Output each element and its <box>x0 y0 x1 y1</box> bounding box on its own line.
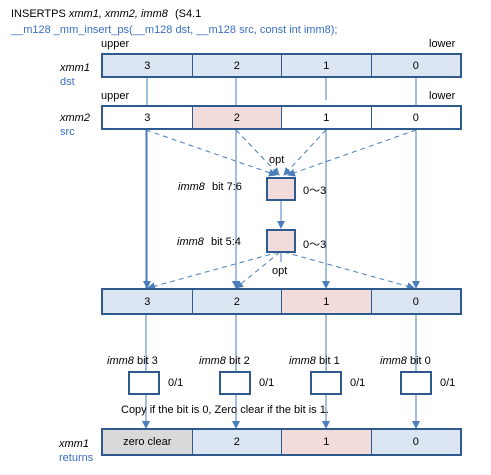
src-cell-3: 3 <box>103 107 193 128</box>
src-cell-0: 0 <box>412 111 419 124</box>
dst-lower-label: lower <box>429 38 456 50</box>
result-cell-1: 1 <box>282 430 372 454</box>
dst-reg-name: xmm1 <box>60 62 90 74</box>
mask-bit1-box <box>310 371 342 395</box>
result-role-label: returns <box>59 452 94 464</box>
mid-cell-0: 0 <box>412 295 419 308</box>
mask-bit1-label: imm8 bit 1 <box>289 355 340 367</box>
mask-bit3-value: 0/1 <box>168 377 184 389</box>
mask-bit0-box <box>400 371 432 395</box>
src-lower-label: lower <box>429 90 456 102</box>
mask-bit2-label: imm8 bit 2 <box>199 355 250 367</box>
dst-register: 3 2 1 0 <box>101 53 462 78</box>
mask-bit1-value: 0/1 <box>350 377 366 389</box>
mask-bit-number: bit 0 <box>409 355 431 367</box>
result-reg-name: xmm1 <box>59 438 89 450</box>
result-register: zero clear 2 1 0 <box>101 428 462 456</box>
src-reg-name: xmm2 <box>60 112 90 124</box>
selector-imm-name: imm8 <box>178 181 205 193</box>
src-cell-2-selected: 2 <box>192 107 282 128</box>
opt-label-bottom: opt <box>272 265 288 277</box>
mid-cell-3: 3 <box>103 290 193 313</box>
mask-bit2-value: 0/1 <box>259 377 275 389</box>
src-upper-label: upper <box>101 90 130 102</box>
dst-cell-3: 3 <box>103 55 193 76</box>
mask-imm-name: imm8 <box>380 355 407 367</box>
dst-upper-label: upper <box>101 38 130 50</box>
src-role-label: src <box>60 126 75 138</box>
mask-bit2-box <box>219 371 251 395</box>
selector-dest-box <box>266 229 296 253</box>
result-cell-2: 2 <box>193 430 282 454</box>
mask-bit0-value: 0/1 <box>440 377 456 389</box>
mask-bit-number: bit 1 <box>318 355 340 367</box>
instruction-line: INSERTPS xmm1, xmm2, imm8 (S4.1 <box>11 8 201 20</box>
operands: xmm1, xmm2, imm8 <box>68 8 168 20</box>
mask-imm-name: imm8 <box>107 355 134 367</box>
mask-bit3-box <box>128 371 160 395</box>
selector-dest-range: 0～3 <box>303 239 327 251</box>
dst-cell-0: 0 <box>412 59 419 72</box>
isa-tag: (S4.1 <box>174 8 202 20</box>
dst-role-label: dst <box>60 76 75 88</box>
mask-imm-name: imm8 <box>199 355 226 367</box>
selector-bits: bit 5:4 <box>210 236 241 248</box>
mask-note: Copy if the bit is 0, Zero clear if the … <box>121 404 329 416</box>
selector-source-box <box>266 177 296 201</box>
opt-label-top: opt <box>269 154 285 166</box>
selector-source-label: imm8 bit 7:6 <box>178 181 242 193</box>
mask-bit0-label: imm8 bit 0 <box>380 355 431 367</box>
src-cell-1: 1 <box>282 107 372 128</box>
intermediate-register: 3 2 1 0 <box>101 288 462 315</box>
mask-bit3-label: imm8 bit 3 <box>107 355 158 367</box>
dst-cell-1: 1 <box>282 55 372 76</box>
mid-cell-1-inserted: 1 <box>282 290 372 313</box>
src-register: 3 2 1 0 <box>101 105 462 130</box>
result-cell-0: 0 <box>412 436 419 448</box>
result-cell-3-zeroed: zero clear <box>103 430 193 454</box>
mid-cell-2: 2 <box>193 290 282 313</box>
selector-dest-label: imm8 bit 5:4 <box>177 236 241 248</box>
selector-source-range: 0～3 <box>303 185 327 197</box>
selector-imm-name: imm8 <box>177 236 204 248</box>
dst-cell-2: 2 <box>193 55 282 76</box>
mask-imm-name: imm8 <box>289 355 316 367</box>
intrinsic-signature: __m128 _mm_insert_ps(__m128 dst, __m128 … <box>11 24 338 36</box>
mnemonic: INSERTPS <box>11 8 66 20</box>
selector-bits: bit 7:6 <box>211 181 242 193</box>
mask-bit-number: bit 2 <box>228 355 250 367</box>
mask-bit-number: bit 3 <box>136 355 158 367</box>
